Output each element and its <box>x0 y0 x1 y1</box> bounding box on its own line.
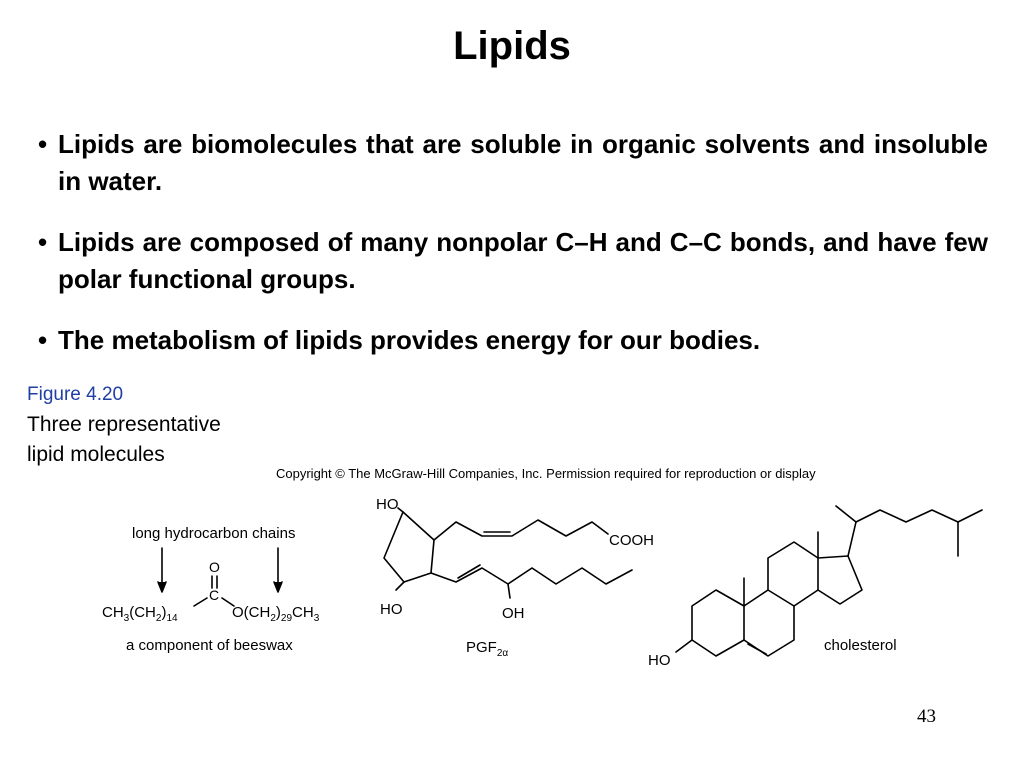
bullet-text: The metabolism of lipids provides energy… <box>58 325 761 355</box>
cholesterol-label: cholesterol <box>824 637 897 654</box>
beeswax-right-och: O(CH <box>232 604 270 621</box>
figure-caption-line: Three representative <box>27 413 221 436</box>
bullet-item: • The metabolism of lipids provides energ… <box>34 322 988 359</box>
bullet-text: Lipids are biomolecules that are soluble… <box>58 129 988 196</box>
pgf-cooh: COOH <box>609 532 654 549</box>
beeswax-left-ch: CH <box>102 604 124 621</box>
bullet-item: • Lipids are composed of many nonpolar C–… <box>34 224 988 298</box>
bullet-dot: • <box>38 325 48 355</box>
lipid-structures-figure: long hydrocarbon chains O C CH3(CH2)14 O… <box>102 496 983 669</box>
beeswax-carbon: C <box>209 587 219 603</box>
pgf-ho-bottom: HO <box>380 601 403 618</box>
pgf-ho-top: HO <box>376 496 399 513</box>
slide-title: Lipids <box>453 24 571 68</box>
bullet-dot: • <box>38 129 48 159</box>
figure-caption-line: lipid molecules <box>27 443 165 466</box>
cholesterol-ho: HO <box>648 652 671 669</box>
beeswax-right-formula: O(CH2)29CH3 <box>232 604 320 624</box>
figure-caption: Three representative lipid molecules <box>27 410 221 470</box>
beeswax-left-formula: CH3(CH2)14 <box>102 604 178 624</box>
copyright-notice: Copyright © The McGraw-Hill Companies, I… <box>276 466 816 481</box>
pgf-oh: OH <box>502 605 525 622</box>
beeswax-oxygen: O <box>209 559 220 575</box>
bullet-list: • Lipids are biomolecules that are solubl… <box>34 126 988 383</box>
figure-number: Figure 4.20 <box>27 384 124 405</box>
page-number: 43 <box>917 706 936 727</box>
beeswax-caption: a component of beeswax <box>126 637 293 654</box>
bullet-text: Lipids are composed of many nonpolar C–H… <box>58 227 988 294</box>
beeswax-chains-label: long hydrocarbon chains <box>132 525 295 542</box>
bullet-dot: • <box>38 227 48 257</box>
bullet-item: • Lipids are biomolecules that are solubl… <box>34 126 988 200</box>
pgf-name: PGF2α <box>466 639 508 659</box>
